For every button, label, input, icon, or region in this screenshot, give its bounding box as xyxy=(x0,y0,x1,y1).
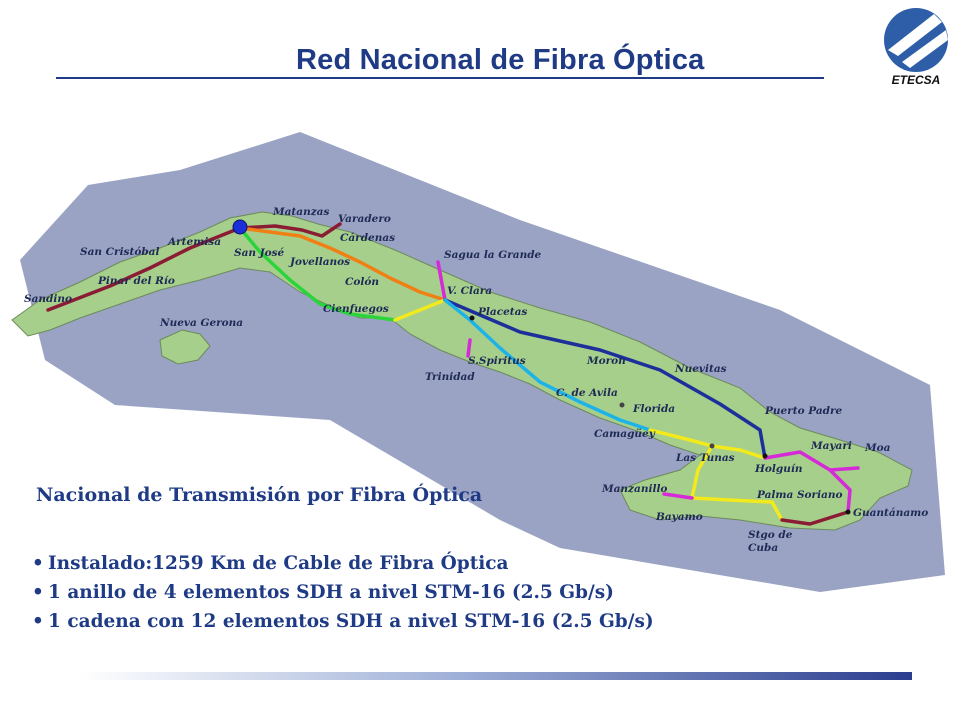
bullet-text: 1 cadena con 12 elementos SDH a nivel ST… xyxy=(48,611,654,632)
route-manzanillo-bayamo xyxy=(662,492,694,500)
label-cavila: C. de Avila xyxy=(556,387,618,399)
bullet-item: •Instalado:1259 Km de Cable de Fibra Ópt… xyxy=(32,549,654,578)
route-sagua-vclara xyxy=(436,260,447,302)
label-varadero: Varadero xyxy=(338,213,391,225)
bullet-text: 1 anillo de 4 elementos SDH a nivel STM-… xyxy=(48,582,614,603)
bullet-item: •1 cadena con 12 elementos SDH a nivel S… xyxy=(32,607,654,636)
isla-de-la-juventud xyxy=(159,329,211,365)
label-trinidad: Trinidad xyxy=(425,371,475,383)
label-holguin: Holguín xyxy=(754,463,803,475)
route-lastunas-bayamo xyxy=(690,444,784,522)
label-mayari: Mayari xyxy=(810,440,852,452)
route-moa-guantanamo xyxy=(828,468,852,514)
bullet-dot: • xyxy=(32,553,44,574)
label-san-cristobal: San Cristóbal xyxy=(80,246,159,258)
label-sandino: Sandino xyxy=(24,293,72,305)
label-nuevitas: Nuevitas xyxy=(674,363,727,375)
label-colon: Colón xyxy=(345,276,379,288)
label-stgo-2: Cuba xyxy=(748,542,778,554)
etecsa-logo: ETECSA xyxy=(884,8,948,87)
label-sspiritus: S.Spiritus xyxy=(468,355,526,367)
label-stgo-1: Stgo de xyxy=(748,529,793,541)
bullet-list: •Instalado:1259 Km de Cable de Fibra Ópt… xyxy=(32,549,654,636)
bullet-item: •1 anillo de 4 elementos SDH a nivel STM… xyxy=(32,578,654,607)
route-stgo-guantanamo xyxy=(780,510,850,526)
label-sagua: Sagua la Grande xyxy=(444,249,542,261)
label-pinar: Pinar del Río xyxy=(97,275,175,287)
route-cienfuegos-vclara xyxy=(393,298,447,322)
label-moa: Moa xyxy=(864,442,891,454)
label-artemisa: Artemisa xyxy=(167,236,221,248)
route-vclara-holguin xyxy=(443,298,767,460)
cuba-island xyxy=(11,211,913,531)
bullet-text: Instalado:1259 Km de Cable de Fibra Ópti… xyxy=(48,553,509,574)
route-sandino-havana xyxy=(46,226,242,312)
label-jovellanos: Jovellanos xyxy=(288,256,350,268)
logo-stroke-upper xyxy=(888,14,942,56)
route-havana-varadero xyxy=(238,222,342,238)
city-labels: Matanzas Varadero Cárdenas Artemisa San … xyxy=(24,206,928,554)
label-cardenas: Cárdenas xyxy=(340,232,395,244)
label-moron: Moron xyxy=(586,355,626,367)
node-placetas xyxy=(469,315,475,321)
route-vclara-camaguey xyxy=(443,298,652,432)
bullet-dot: • xyxy=(32,582,44,603)
node-guantanamo xyxy=(845,509,851,515)
label-nueva-gerona: Nueva Gerona xyxy=(159,317,243,329)
route-placetas-sspiritus xyxy=(466,338,472,358)
section-heading: Nacional de Transmisión por Fibra Óptica xyxy=(36,484,483,506)
label-florida: Florida xyxy=(632,403,675,415)
label-guantanamo: Guantánamo xyxy=(853,507,928,519)
logo-stroke-lower xyxy=(902,30,948,68)
label-camaguey: Camagüey xyxy=(594,428,656,440)
label-manzanillo: Manzanillo xyxy=(601,483,667,495)
route-havana-cienfuegos xyxy=(238,226,397,322)
route-havana-vclara-north xyxy=(238,226,447,302)
fiber-routes xyxy=(46,222,860,526)
fiber-network-map: Matanzas Varadero Cárdenas Artemisa San … xyxy=(11,132,945,592)
network-nodes xyxy=(232,219,851,515)
label-cienfuegos: Cienfuegos xyxy=(323,303,389,315)
label-placetas: Placetas xyxy=(477,306,527,318)
label-san-jose: San José xyxy=(234,247,285,259)
title-underline xyxy=(56,77,824,79)
label-las-tunas: Las Tunas xyxy=(675,452,735,464)
label-matanzas: Matanzas xyxy=(272,206,329,218)
label-palma: Palma Soriano xyxy=(756,489,843,501)
node-havana xyxy=(232,219,248,235)
label-puerto-padre: Puerto Padre xyxy=(764,405,843,417)
node-holguin xyxy=(762,453,768,459)
node-las-tunas xyxy=(709,443,715,449)
node-florida xyxy=(619,402,625,408)
page-title: Red Nacional de Fibra Óptica xyxy=(296,44,705,76)
bullet-dot: • xyxy=(32,611,44,632)
route-holguin-moa xyxy=(763,450,860,472)
label-vclara: V. Clara xyxy=(447,285,492,297)
footer-gradient-bar xyxy=(80,672,912,680)
logo-text: ETECSA xyxy=(892,73,941,87)
label-bayamo: Bayamo xyxy=(655,511,703,523)
